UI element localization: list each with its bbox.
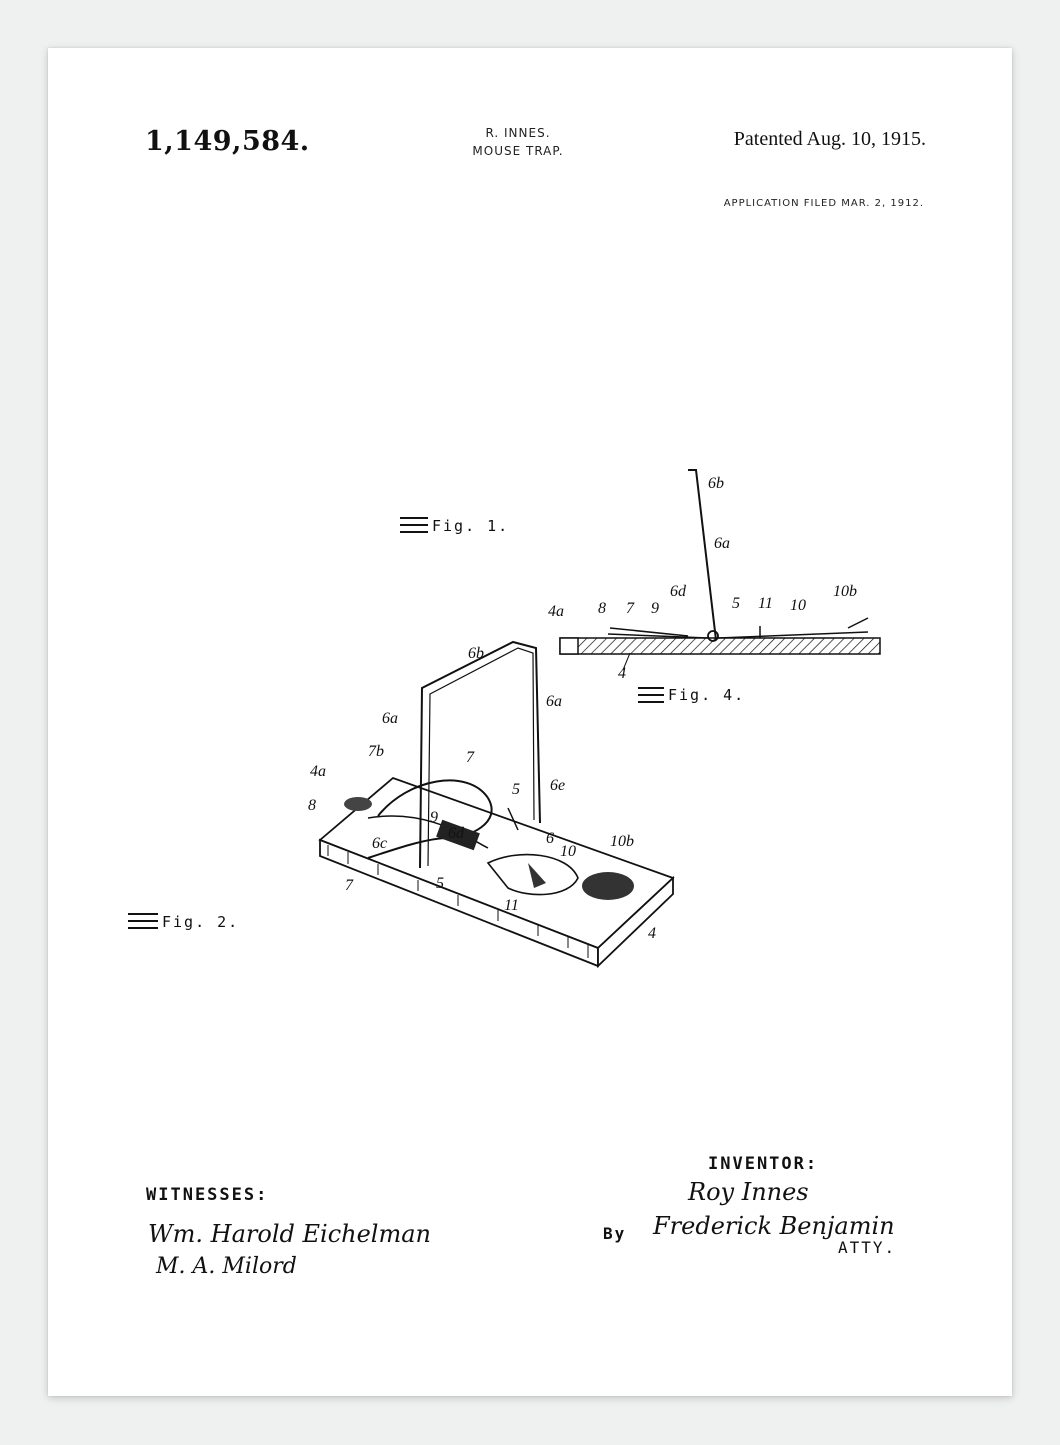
fig2-ref-6a-left: 6a xyxy=(382,710,398,727)
witness-signature-1: Wm. Harold Eichelman xyxy=(148,1220,432,1248)
fig2-ref-6: 6 xyxy=(546,830,554,847)
inventor-signature: Roy Innes xyxy=(688,1178,809,1206)
fig2-ref-5-bottom: 5 xyxy=(436,875,444,892)
fig2-ref-6d: 6d xyxy=(448,825,465,842)
invention-title: MOUSE TRAP. xyxy=(472,144,564,158)
patented-date: Patented Aug. 10, 1915. xyxy=(733,128,926,150)
patent-sheet: 1,149,584. R. INNES. MOUSE TRAP. Patente… xyxy=(48,48,1012,1396)
fig2-ref-11: 11 xyxy=(504,897,519,914)
fig2-ref-7-top: 7 xyxy=(466,749,475,766)
fig2-ref-6a-right: 6a xyxy=(546,693,562,710)
fig2-label-group: Fig. 2. xyxy=(128,913,239,931)
fig2-ref-6e: 6e xyxy=(550,777,565,794)
fig4-cross-section xyxy=(559,469,881,671)
fig2-ref-7-bottom: 7 xyxy=(345,877,354,894)
fig2-label: Fig. 2. xyxy=(162,913,239,931)
fig4-ref-6a: 6a xyxy=(714,535,730,552)
fig2-ref-10b: 10b xyxy=(610,833,634,850)
fig4-ref-9: 9 xyxy=(651,600,659,617)
fig4-ref-6d: 6d xyxy=(670,583,687,600)
fig2-ref-9: 9 xyxy=(430,809,438,826)
witnesses-label: WITNESSES: xyxy=(146,1185,269,1205)
attorney-signature: Frederick Benjamin xyxy=(653,1212,895,1240)
fig2-ref-6c: 6c xyxy=(372,835,387,852)
fig1-label: Fig. 1. xyxy=(432,517,509,535)
inventor-label: INVENTOR: xyxy=(708,1154,819,1174)
fig1-label-group: Fig. 1. xyxy=(400,517,509,535)
fig2-ref-7b: 7b xyxy=(368,743,384,760)
fig4-ref-4: 4 xyxy=(618,665,626,682)
fig4-label: Fig. 4. xyxy=(668,686,745,704)
by-label: By xyxy=(603,1224,627,1243)
fig2-ref-6b: 6b xyxy=(468,645,484,662)
fig4-label-group: Fig. 4. xyxy=(638,686,745,704)
patent-header-center: R. INNES. MOUSE TRAP. xyxy=(428,124,608,160)
atty-label: ATTY. xyxy=(838,1238,897,1257)
application-filed-date: APPLICATION FILED MAR. 2, 1912. xyxy=(723,198,924,209)
fig4-ref-10: 10 xyxy=(790,597,806,614)
inventor-header: R. INNES. xyxy=(485,126,551,140)
patent-number: 1,149,584. xyxy=(145,126,310,157)
witness-signature-2: M. A. Milord xyxy=(156,1254,297,1279)
fig2-ref-10: 10 xyxy=(560,843,576,860)
fig4-ref-11: 11 xyxy=(758,595,773,612)
patent-drawing: Fig. 1. 6b 6a 4a 8 7 9 6d 5 xyxy=(128,469,881,969)
fig2-ref-4a: 4a xyxy=(310,763,326,780)
fig4-ref-8: 8 xyxy=(598,600,606,617)
fig4-ref-7: 7 xyxy=(626,600,635,617)
fig2-mouse-trap xyxy=(318,640,675,969)
fig2-ref-8: 8 xyxy=(308,797,316,814)
fig4-ref-4a: 4a xyxy=(548,603,564,620)
fig2-ref-5-top: 5 xyxy=(512,781,520,798)
fig4-ref-6b: 6b xyxy=(708,475,724,492)
fig4-ref-5: 5 xyxy=(732,595,740,612)
fig4-ref-10b: 10b xyxy=(833,583,857,600)
fig2-ref-4: 4 xyxy=(648,925,656,942)
